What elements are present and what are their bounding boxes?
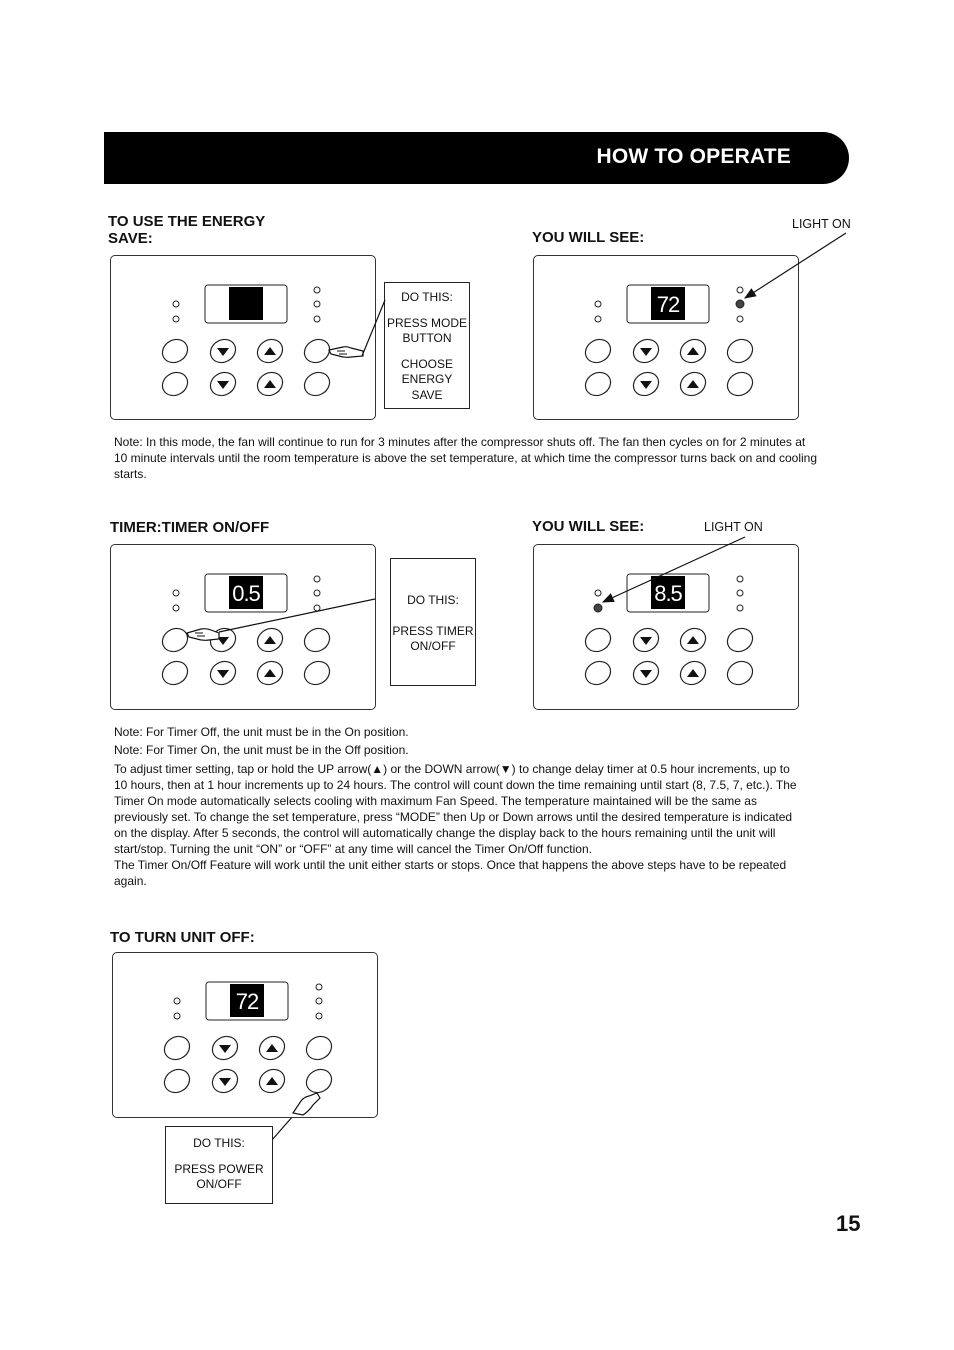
control-panel-timer-after: 8.5 bbox=[533, 544, 799, 710]
control-panel-timer-before: 0.5 bbox=[110, 544, 376, 710]
page-number: 15 bbox=[836, 1211, 861, 1236]
control-panel-turn-off: 72 bbox=[112, 952, 378, 1118]
timer-feature-note: The Timer On/Off Feature will work until… bbox=[114, 858, 787, 888]
timer-note-on: Note: For Timer On, the unit must be in … bbox=[114, 743, 409, 757]
energy-light-on-label: LIGHT ON bbox=[792, 217, 851, 231]
energy-save-heading: TO USE THE ENERGY SAVE: bbox=[108, 213, 266, 247]
turn-off-do-this-callout: DO THIS: PRESS POWER ON/OFF bbox=[165, 1126, 273, 1204]
turn-off-display: 72 bbox=[236, 989, 259, 1014]
timer-note-off: Note: For Timer Off, the unit must be in… bbox=[114, 725, 409, 739]
energy-save-note: Note: In this mode, the fan will continu… bbox=[114, 435, 818, 481]
control-panel-energy-after: 72 bbox=[533, 255, 799, 420]
timer-adjust-instructions: To adjust timer setting, tap or hold the… bbox=[114, 762, 797, 856]
page-title: HOW TO OPERATE bbox=[596, 145, 791, 168]
energy-do-this-callout: DO THIS: PRESS MODE BUTTON CHOOSE ENERGY… bbox=[384, 282, 470, 409]
timer-notes: Note: For Timer Off, the unit must be in… bbox=[114, 724, 806, 889]
timer-display-before: 0.5 bbox=[232, 581, 260, 606]
turn-off-heading: TO TURN UNIT OFF: bbox=[110, 929, 255, 946]
timer-do-this-callout: DO THIS: PRESS TIMER ON/OFF bbox=[390, 558, 476, 686]
timer-heading: TIMER:TIMER ON/OFF bbox=[110, 519, 270, 536]
energy-you-will-see-heading: YOU WILL SEE: bbox=[532, 229, 645, 246]
control-panel-energy-before bbox=[110, 255, 376, 420]
energy-display-after: 72 bbox=[657, 292, 680, 317]
timer-display-after: 8.5 bbox=[654, 581, 682, 606]
timer-light-on-label: LIGHT ON bbox=[704, 520, 763, 534]
timer-you-will-see-heading: YOU WILL SEE: bbox=[532, 518, 645, 535]
section-banner: HOW TO OPERATE bbox=[104, 132, 849, 184]
